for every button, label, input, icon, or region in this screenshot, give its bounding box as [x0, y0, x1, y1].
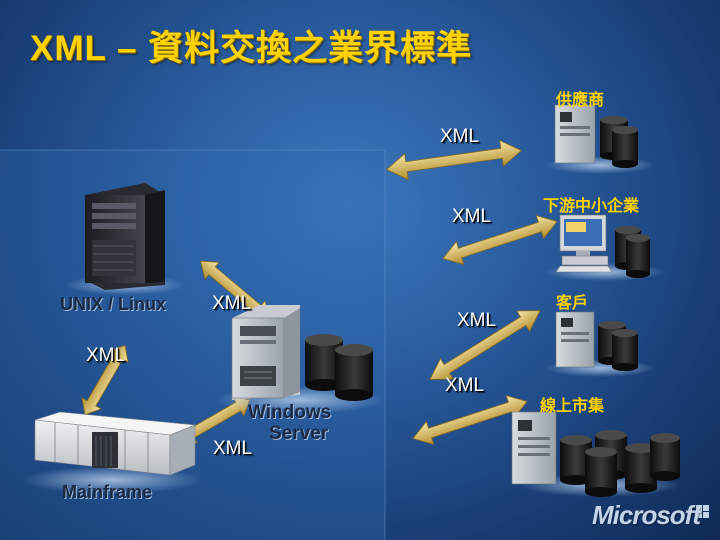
xml-label-unix-mainframe: XML	[86, 345, 126, 366]
arrow-customer	[429, 310, 541, 380]
windows-server-icon	[215, 305, 385, 414]
mainframe-icon	[22, 411, 202, 494]
label-unix: UNIX / Linux	[60, 294, 167, 314]
xml-label-unix-windows: XML	[212, 293, 252, 314]
arrow-supplier	[385, 139, 523, 181]
database-icon	[305, 334, 373, 401]
label-mainframe: Mainframe	[62, 482, 153, 502]
label-supplier: 供應商	[556, 92, 605, 109]
label-online-store: 線上市集	[540, 398, 605, 415]
arrow-smb	[442, 215, 558, 265]
xml-label-online-store: XML	[445, 375, 485, 396]
label-customer: 客戶	[556, 295, 589, 312]
label-windows-line1: Windows	[248, 402, 332, 423]
xml-label-smb: XML	[452, 206, 492, 227]
microsoft-logo: Microsoft	[592, 500, 701, 530]
xml-label-supplier: XML	[440, 126, 480, 147]
server-tower-icon	[545, 104, 655, 174]
online-store-server-icon	[511, 411, 680, 497]
unix-server-icon	[65, 183, 185, 295]
arrow-online-store	[412, 395, 528, 445]
label-smb: 下游中小企業	[543, 198, 640, 215]
xml-label-customer: XML	[457, 310, 497, 331]
label-windows-line2: Server	[269, 423, 329, 444]
label-windows-server: Windows Server	[248, 402, 331, 444]
customer-server-icon	[545, 311, 655, 377]
desktop-pc-icon	[545, 214, 665, 281]
xml-label-mainframe-windows: XML	[213, 438, 253, 459]
page-title: XML – 資料交換之業界標準	[30, 29, 473, 68]
microsoft-flag-icon	[696, 505, 709, 518]
